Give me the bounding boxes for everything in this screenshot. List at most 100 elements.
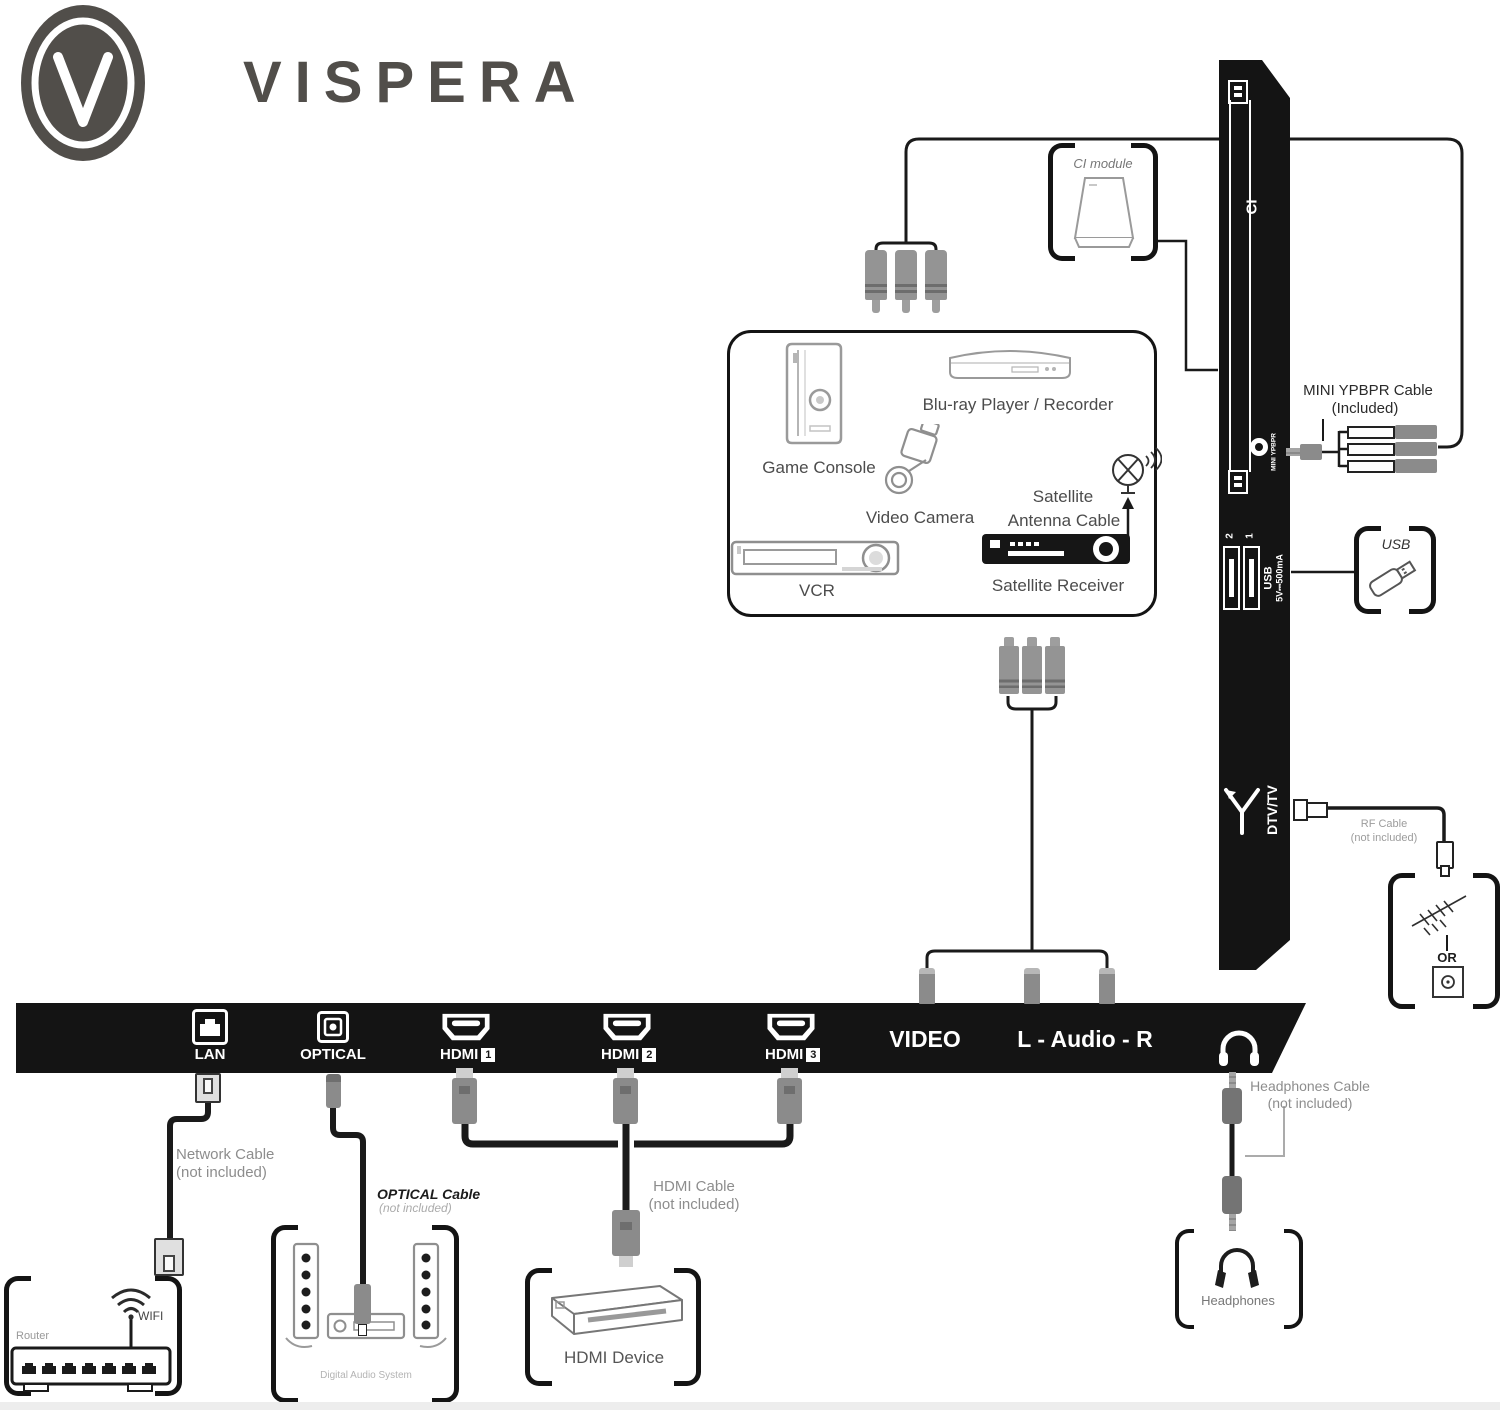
optical-cable-label-2: (not included)	[379, 1201, 452, 1215]
rca-bottom-branch-line	[925, 696, 1109, 968]
game-console-label: Game Console	[762, 458, 876, 477]
ypbpr-plug-2-head	[1395, 442, 1437, 456]
lan-port-icon	[192, 1009, 228, 1045]
devices-to-ypbpr-line	[904, 137, 1464, 449]
optical-cable-line	[330, 1108, 366, 1286]
video-camera-label: Video Camera	[865, 508, 975, 527]
ci-slot-top-cap	[1228, 80, 1248, 104]
rf-cable-label-1: RF Cable	[1360, 818, 1408, 830]
antenna-port-icon	[1224, 788, 1260, 835]
usb-box-label: USB	[1381, 536, 1411, 552]
wall-socket-icon	[1432, 966, 1464, 998]
usb-device-box	[1354, 526, 1436, 614]
ci-module-label: CI module	[1073, 156, 1133, 171]
av-plug-video	[919, 968, 935, 1004]
hdmi-cable-line	[461, 1124, 794, 1212]
hdmi2-number: 2	[642, 1047, 657, 1062]
hdmi-plug-2	[613, 1078, 638, 1124]
digital-audio-system-label: Digital Audio System	[320, 1370, 412, 1381]
rca-connector-top-2	[895, 250, 917, 300]
hdmi-device-box	[525, 1268, 701, 1386]
hdmi1-port-icon	[442, 1013, 490, 1041]
lan-plug-top	[195, 1073, 221, 1103]
audio-port-label: L - Audio - R	[1017, 1026, 1153, 1052]
usb-port-2	[1223, 546, 1240, 610]
rf-port-plug-body	[1306, 802, 1328, 818]
satellite-receiver-icon	[982, 534, 1130, 564]
router-box	[4, 1276, 182, 1396]
hdmi-plug-1	[452, 1078, 477, 1124]
av-plug-audio-r	[1099, 968, 1115, 1004]
hdmi-cable-label-1: HDMI Cable	[653, 1178, 735, 1195]
rf-cable-line	[1325, 806, 1446, 841]
usb-port-1-label: 1	[1244, 533, 1256, 539]
network-cable-line	[167, 1100, 211, 1238]
headphone-jack-body-bottom	[1222, 1176, 1242, 1214]
hdmi-device-label: HDMI Device	[563, 1348, 665, 1367]
optical-cable-label-1: OPTICAL Cable	[377, 1186, 481, 1202]
hdmi2-port-icon	[603, 1013, 651, 1041]
ci-slot-bottom-cap	[1228, 470, 1248, 494]
headphone-jack-tip-bottom	[1229, 1214, 1236, 1231]
hdmi3-text: HDMI	[765, 1046, 804, 1063]
video-camera-icon	[884, 424, 940, 495]
digital-audio-system-icon	[285, 1242, 447, 1348]
network-cable-label-2: (not included)	[176, 1164, 267, 1181]
headphones-box	[1175, 1229, 1303, 1329]
satellite-dish-icon	[1112, 447, 1162, 494]
hdmi-plug-3	[777, 1078, 802, 1124]
hdmi1-port-label: HDMI 1	[440, 1046, 496, 1063]
ypbpr-plug-1	[1347, 426, 1395, 439]
ci-module-box	[1048, 143, 1158, 261]
optical-port-label: OPTICAL	[300, 1046, 366, 1063]
usb-flash-drive-icon	[1369, 560, 1417, 597]
mini-ypbpr-port	[1250, 438, 1268, 456]
ypbpr-jack-tip	[1286, 448, 1300, 456]
ci-module-line	[1158, 239, 1218, 372]
tv-bottom-panel	[16, 1003, 1306, 1073]
usb-port-1	[1243, 546, 1260, 610]
rf-cable-label-2: (not included)	[1350, 832, 1418, 844]
satellite-antenna-label-2: Antenna Cable	[1007, 511, 1121, 530]
game-console-icon	[785, 342, 843, 445]
hdmi2-port-label: HDMI 2	[601, 1046, 657, 1063]
video-port-label: VIDEO	[889, 1026, 961, 1052]
mini-ypbpr-port-label: MINI YPBPR	[1270, 433, 1278, 471]
bluray-player-label: Blu-ray Player / Recorder	[922, 395, 1114, 414]
antenna-source-box	[1388, 873, 1500, 1009]
mini-ypbpr-cable-label-2: (Included)	[1331, 400, 1399, 417]
lan-port-label: LAN	[194, 1046, 226, 1063]
digital-audio-system-box	[271, 1225, 459, 1403]
headphones-label-pointer	[1245, 1106, 1285, 1157]
satellite-arrow-head	[1122, 497, 1134, 509]
hdmi1-number: 1	[481, 1047, 496, 1062]
bluray-player-icon	[949, 350, 1071, 379]
headphones-label: Headphones	[1201, 1293, 1275, 1308]
router-icon	[10, 1346, 172, 1392]
rca-connector-top-3	[925, 250, 947, 300]
or-label: OR	[1437, 950, 1457, 965]
router-label: Router	[16, 1330, 50, 1342]
ypbpr-plug-3	[1347, 460, 1395, 473]
ci-slot	[1229, 100, 1251, 472]
optical-cable-end-tip	[358, 1324, 367, 1336]
rca-connector-bottom-1	[999, 646, 1019, 694]
vispera-logo-icon	[21, 5, 145, 161]
ypbpr-plug-2	[1347, 443, 1395, 456]
ypbpr-brace-line	[1321, 430, 1347, 468]
headphone-port-icon	[1219, 1030, 1259, 1066]
satellite-antenna-label-1: Satellite	[1032, 487, 1094, 506]
satellite-receiver-label: Satellite Receiver	[991, 576, 1125, 595]
hdmi-cable-label-2: (not included)	[648, 1196, 740, 1213]
hdmi-device-icon	[551, 1285, 683, 1335]
headphones-cable-label-1: Headphones Cable	[1250, 1078, 1370, 1094]
optical-plug-top	[326, 1074, 341, 1108]
brand-title: VISPERA	[243, 50, 589, 115]
aerial-antenna-icon	[1411, 895, 1467, 936]
headphones-cable-label-2: (not included)	[1267, 1095, 1353, 1111]
rca-connector-top-1	[865, 250, 887, 300]
hdmi2-text: HDMI	[601, 1046, 640, 1063]
optical-cable-end-plug	[354, 1284, 371, 1324]
lan-plug-bottom	[154, 1238, 184, 1276]
